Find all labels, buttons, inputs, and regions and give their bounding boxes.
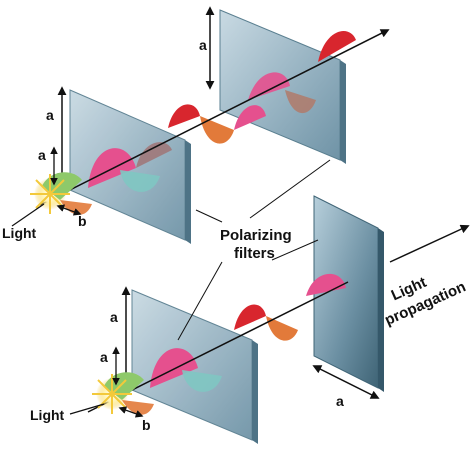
label-a-bottom-back: a (336, 393, 344, 409)
label-a-bottom-front: a (110, 309, 118, 325)
wave-top (168, 30, 356, 144)
wave-bottom-front (150, 348, 222, 392)
label-a-top-front: a (46, 107, 54, 123)
label-filters-1: Polarizing (220, 227, 292, 244)
label-b-light-top: b (78, 213, 87, 229)
dim-a-bottom-back (312, 365, 380, 399)
light-pointer-top (11, 203, 45, 227)
label-a-top-back: a (199, 37, 207, 53)
light-pointer-bottom (69, 403, 105, 415)
label-light-bottom: Light (30, 407, 65, 423)
filters-callout-lines (177, 159, 331, 341)
label-a-light-top: a (38, 147, 46, 163)
label-light-top: Light (2, 225, 37, 241)
dim-b-light-top (56, 204, 82, 216)
propagation-arrow (389, 224, 470, 263)
filter-bottom-back (313, 195, 384, 392)
wave-bottom (234, 273, 346, 341)
label-filters-2: filters (234, 245, 275, 262)
label-a-light-bottom: a (100, 349, 108, 365)
axis-top (39, 29, 390, 206)
dim-b-light-bottom (118, 406, 144, 418)
label-b-light-bottom: b (142, 417, 151, 433)
propagation-label: Light propagation (382, 274, 468, 329)
